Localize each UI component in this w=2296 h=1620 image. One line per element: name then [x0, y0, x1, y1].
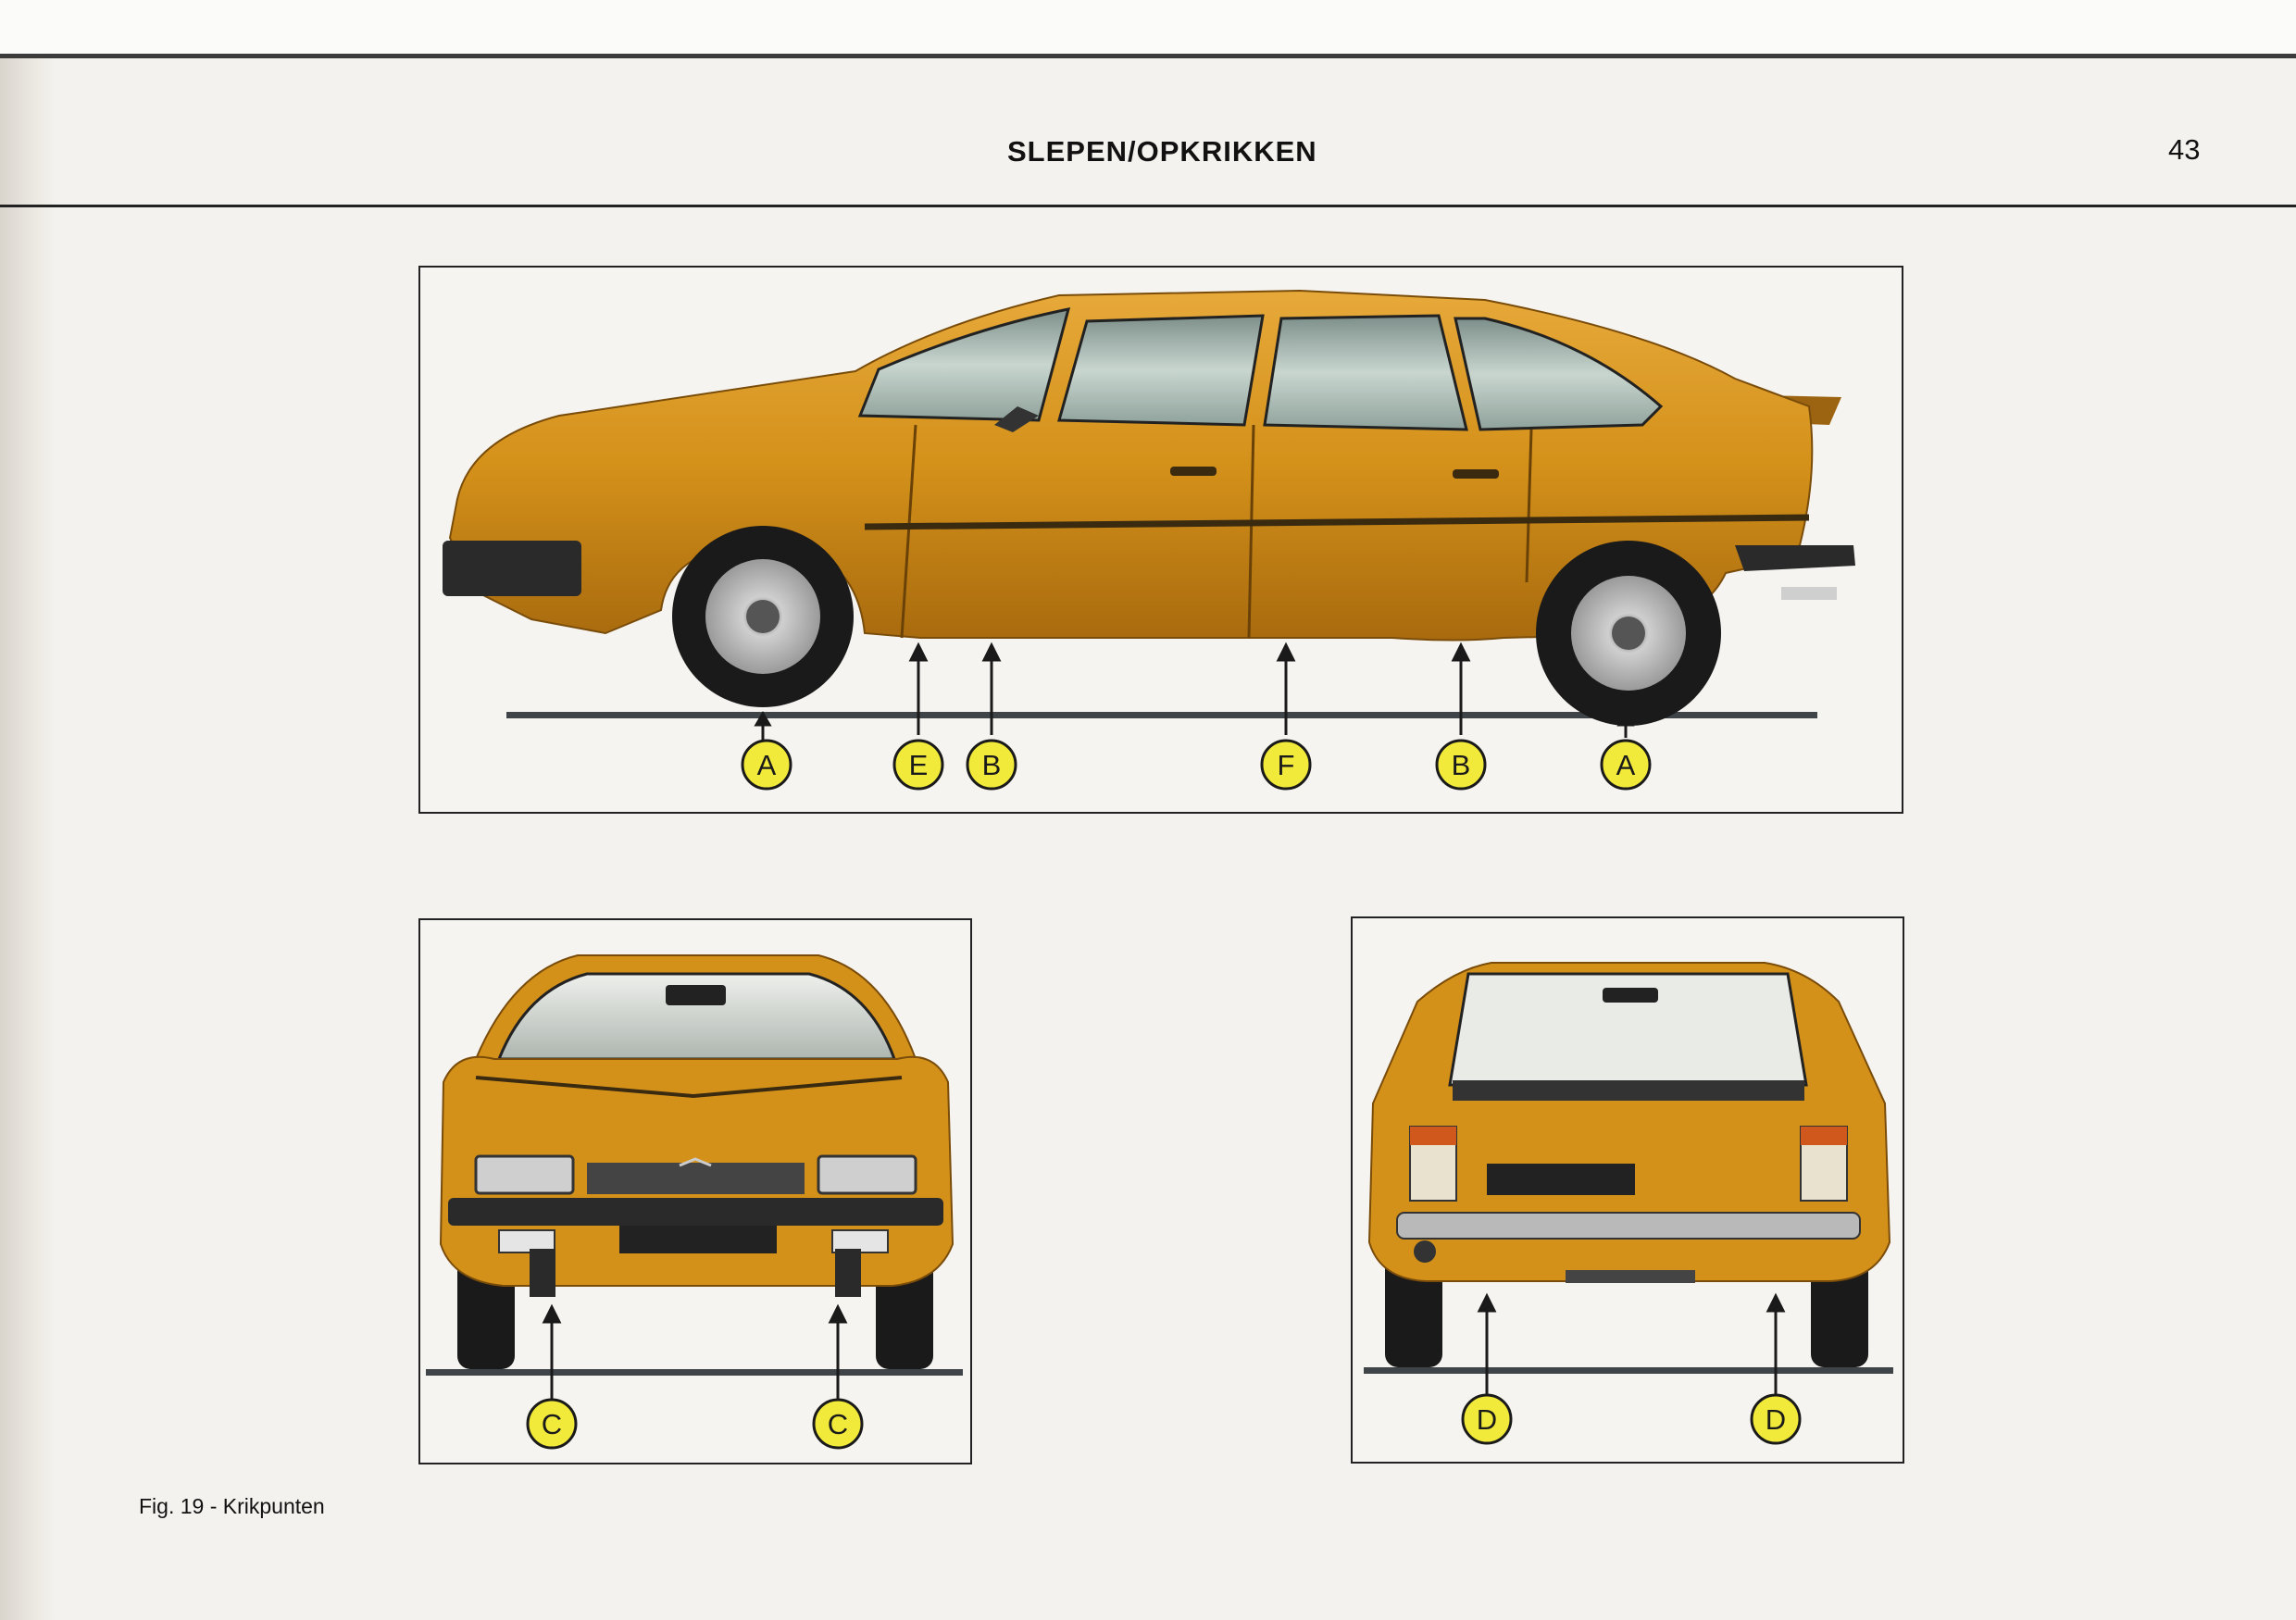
jack-arrow [908, 642, 929, 662]
svg-text:C: C [542, 1408, 562, 1440]
ground-line [1364, 1367, 1893, 1374]
exhaust-pipe [1781, 587, 1837, 600]
svg-text:D: D [1766, 1403, 1786, 1436]
marker-A-front: A [741, 739, 792, 791]
rear-side-window [1263, 314, 1468, 431]
front-wheel [672, 526, 854, 707]
svg-text:D: D [1477, 1403, 1497, 1436]
rear-view-illustration: D D [1364, 962, 1893, 1445]
svg-text:C: C [828, 1408, 848, 1440]
left-indicator [1410, 1127, 1456, 1145]
page-number: 43 [2168, 133, 2201, 166]
exhaust-pipe [1414, 1240, 1436, 1263]
jack-arrow [1616, 711, 1635, 727]
marker-E: E [892, 739, 944, 791]
scan-top-edge [0, 0, 2296, 58]
door-handle-rear [1453, 469, 1499, 479]
side-trim-strip [864, 514, 1810, 530]
svg-text:E: E [909, 749, 929, 781]
marker-A-rear: A [1600, 739, 1652, 791]
windscreen [857, 307, 1071, 422]
windscreen [496, 972, 897, 1061]
marker-B-rear: B [1435, 739, 1487, 791]
jack-arrow [981, 642, 1002, 662]
page-gutter-shade [0, 0, 56, 1620]
silencer [1566, 1270, 1695, 1283]
rear-spoiler [1453, 1080, 1804, 1101]
rear-view-mirror [666, 985, 726, 1005]
number-plate [1487, 1164, 1635, 1195]
rear-wheel [1536, 541, 1721, 726]
figure-caption: Fig. 19 - Krikpunten [139, 1494, 325, 1518]
page-title: SLEPEN/OPKRIKKEN [1007, 135, 1317, 168]
figure-front-view: C C [418, 918, 972, 1464]
jack-arrow [1766, 1292, 1786, 1313]
marker-C-right: C [812, 1398, 864, 1450]
marker-D-left: D [1461, 1393, 1513, 1445]
left-headlight [474, 1154, 575, 1195]
svg-text:B: B [982, 749, 1002, 781]
side-view-illustration: A E B F B A [443, 289, 1855, 791]
rear-bumper [1396, 1212, 1861, 1240]
left-jack-pad [530, 1249, 555, 1297]
right-jack-pad [835, 1249, 861, 1297]
rear-view-mirror [1603, 988, 1658, 1003]
grille [587, 1163, 805, 1194]
front-bumper [443, 541, 581, 596]
chevron-logo-icon [679, 1157, 712, 1167]
svg-text:B: B [1452, 749, 1471, 781]
side-mirror [994, 406, 1039, 432]
marker-F: F [1260, 739, 1312, 791]
jack-arrow [754, 711, 772, 727]
wiper [475, 1076, 903, 1099]
figure-rear-view: D D [1351, 916, 1904, 1464]
svg-text:A: A [757, 749, 777, 781]
front-view-illustration: C C [426, 954, 963, 1450]
jack-arrow [542, 1303, 562, 1324]
jack-arrow [1451, 642, 1471, 662]
marker-B-front: B [966, 739, 1017, 791]
jack-arrow [1276, 642, 1296, 662]
right-indicator [1801, 1127, 1847, 1145]
rear-window [1448, 972, 1808, 1087]
header-rule [0, 205, 2296, 207]
front-side-window [1057, 314, 1265, 427]
quarter-window [1454, 317, 1664, 431]
number-plate [619, 1226, 777, 1253]
svg-text:F: F [1278, 749, 1295, 781]
front-bumper [448, 1198, 943, 1226]
ground-line [506, 712, 1817, 718]
rear-bumper [1735, 545, 1855, 571]
right-headlight [817, 1154, 917, 1195]
marker-C-left: C [526, 1398, 578, 1450]
jack-arrow [1477, 1292, 1497, 1313]
figure-side-view: A E B F B A [418, 266, 1903, 814]
jack-arrow [828, 1303, 848, 1324]
ground-line [426, 1369, 963, 1376]
marker-D-right: D [1750, 1393, 1802, 1445]
door-handle-front [1170, 467, 1217, 476]
svg-text:A: A [1616, 749, 1636, 781]
